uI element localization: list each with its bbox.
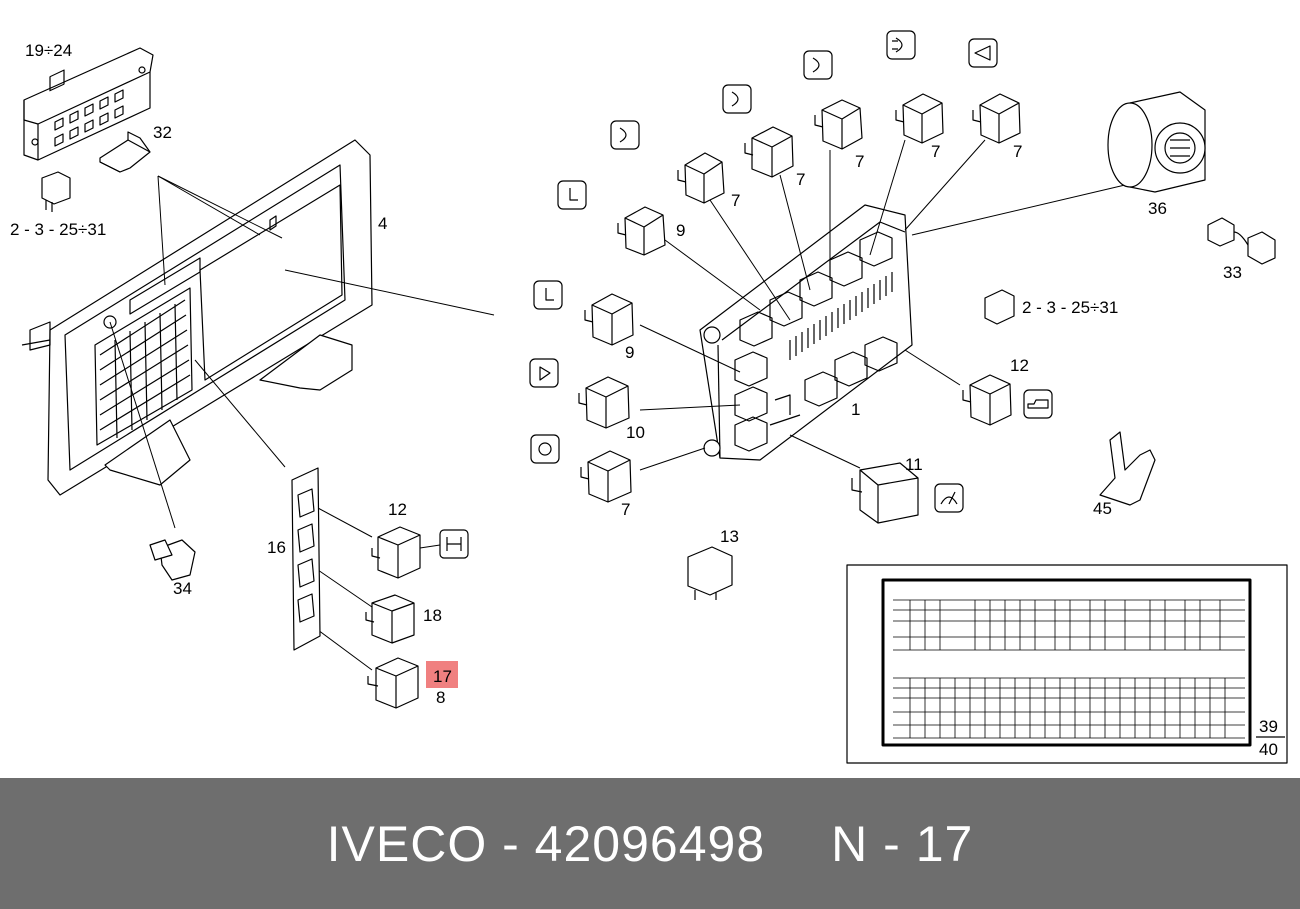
- callout-2-3-25-31-left: 2 - 3 - 25÷31: [10, 220, 106, 239]
- fuse-left: [41, 171, 71, 212]
- callout-7-c: 7: [855, 152, 864, 171]
- relay-12-right: [962, 374, 1012, 426]
- relay-17: [367, 657, 419, 709]
- relay-12-left: [371, 526, 421, 579]
- leader-lines: [109, 175, 495, 671]
- relay-18: [365, 594, 415, 644]
- relay-7-a: [677, 152, 725, 204]
- callout-8: 8: [436, 688, 445, 707]
- relay-11: [851, 462, 919, 524]
- callout-17: 17: [433, 667, 452, 686]
- relay-7-f: [580, 450, 632, 503]
- highlight-box: [426, 661, 458, 688]
- relay-10: [578, 376, 630, 429]
- relay-9-a: [617, 206, 666, 256]
- footer-brand-part-number: IVECO - 42096498: [326, 815, 766, 872]
- callout-7-b: 7: [796, 170, 805, 189]
- callout-4: 4: [378, 214, 387, 233]
- fuse-right: [984, 289, 1015, 325]
- callout-7-d: 7: [931, 142, 940, 161]
- symbol-lamp-icon-2: [722, 84, 752, 114]
- callout-7-a: 7: [731, 191, 740, 210]
- label-table-39-40: [846, 564, 1288, 764]
- callout-12-left: 12: [388, 500, 407, 519]
- callout-32: 32: [153, 123, 172, 142]
- relay-7-c: [814, 99, 863, 150]
- callout-7-e: 7: [1013, 142, 1022, 161]
- callout-33: 33: [1223, 263, 1242, 282]
- symbol-lamp-icon-1: [610, 120, 640, 150]
- clip-32: [99, 131, 151, 173]
- symbol-seat-icon-2: [533, 280, 563, 310]
- parts-diagram: 19÷24 32 2 - 3 - 25÷31 4 16 12 18 17 8 3…: [10, 30, 1288, 764]
- central-leaders: [639, 139, 1126, 471]
- panel-frame-4: [21, 139, 373, 496]
- connector-19-24: [23, 47, 154, 161]
- callout-1: 1: [851, 400, 860, 419]
- callout-19-24: 19÷24: [25, 41, 72, 60]
- callout-39: 39: [1259, 717, 1278, 736]
- symbol-lock-icon: [530, 434, 560, 464]
- callout-12-right: 12: [1010, 356, 1029, 375]
- callout-16: 16: [267, 538, 286, 557]
- callout-34: 34: [173, 579, 192, 598]
- central-box-1: [699, 204, 913, 461]
- bracket-45: [1099, 431, 1156, 506]
- connector-36: [1107, 91, 1206, 193]
- symbol-foglamp-icon: [886, 30, 916, 60]
- callout-9-b: 9: [625, 343, 634, 362]
- callout-10: 10: [626, 423, 645, 442]
- symbol-mirror-icon: [529, 358, 559, 388]
- relay-7-d: [895, 93, 944, 144]
- relay-7-b: [744, 126, 794, 178]
- relay-7-e: [972, 93, 1021, 144]
- relay-13: [687, 546, 733, 600]
- symbol-wiper-icon: [934, 483, 964, 513]
- relay-strip-16: [291, 467, 321, 651]
- callout-7-f: 7: [621, 500, 630, 519]
- footer-diagram-ref: N - 17: [831, 815, 974, 872]
- callout-36: 36: [1148, 199, 1167, 218]
- callout-2-3-25-31-right: 2 - 3 - 25÷31: [1022, 298, 1118, 317]
- symbol-lamp-icon-3: [803, 50, 833, 80]
- fastener-34: [149, 539, 196, 581]
- footer-bar: IVECO - 42096498 N - 17: [0, 778, 1300, 909]
- callout-11: 11: [905, 455, 923, 474]
- callout-13: 13: [720, 527, 739, 546]
- relay-9-b: [584, 293, 634, 346]
- symbol-seat-icon-1: [557, 180, 587, 210]
- connector-33: [1207, 217, 1276, 265]
- callout-40: 40: [1259, 740, 1278, 759]
- symbol-vehicle-icon: [1023, 389, 1053, 419]
- callout-labels: 19÷24 32 2 - 3 - 25÷31 4 16 12 18 17 8 3…: [10, 41, 1278, 759]
- callout-18: 18: [423, 606, 442, 625]
- callout-9-a: 9: [676, 221, 685, 240]
- symbol-heater-icon: [439, 529, 469, 559]
- callout-45: 45: [1093, 499, 1112, 518]
- symbol-horn-icon: [968, 38, 998, 68]
